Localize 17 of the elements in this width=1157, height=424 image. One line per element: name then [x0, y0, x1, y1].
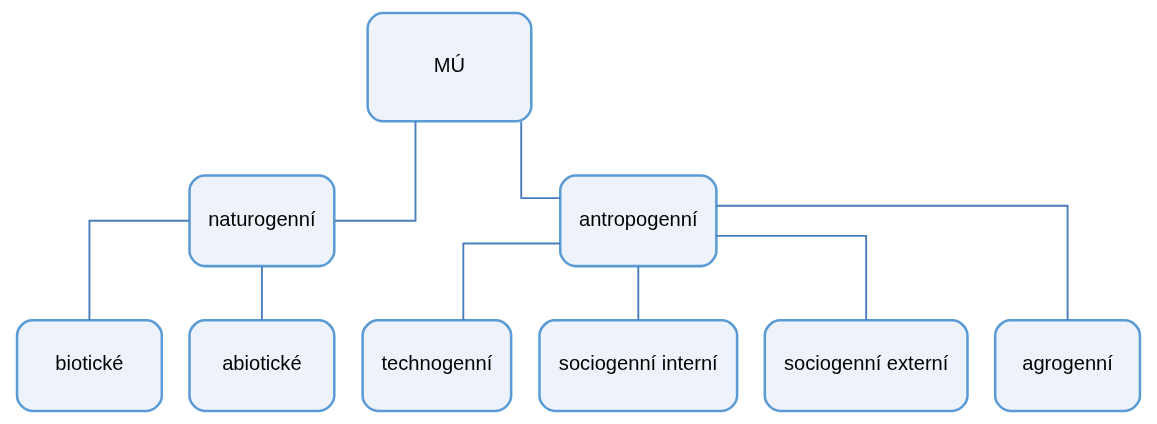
- connector: [333, 120, 417, 222]
- node-box: abiotické: [188, 319, 336, 413]
- connector: [520, 120, 562, 200]
- connector: [637, 265, 640, 321]
- node-box: naturogenní: [188, 174, 336, 268]
- node-box: agrogenní: [993, 319, 1142, 413]
- connector: [715, 234, 868, 322]
- node-box: biotické: [15, 319, 164, 413]
- node-box: MÚ: [366, 11, 533, 123]
- node-box: sociogenní interní: [538, 319, 739, 413]
- node-box: sociogenní externí: [763, 319, 969, 413]
- connector: [260, 265, 263, 321]
- node-box: antropogenní: [559, 174, 718, 268]
- node-box: technogenní: [361, 319, 513, 413]
- connector: [462, 242, 561, 322]
- connector: [715, 204, 1069, 322]
- connector: [88, 219, 191, 322]
